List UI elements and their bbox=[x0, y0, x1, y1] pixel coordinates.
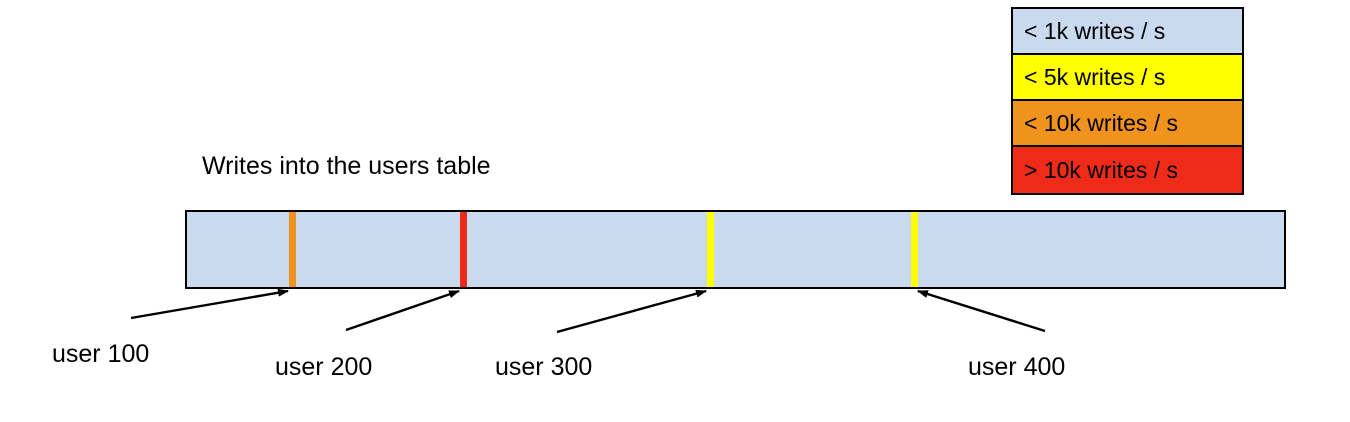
callout-label-user-100: user 100 bbox=[52, 340, 150, 368]
callout-arrow-user-400 bbox=[917, 289, 1046, 333]
bar-stripe-user-400[interactable] bbox=[911, 212, 918, 287]
callout-label-user-400: user 400 bbox=[968, 353, 1066, 381]
legend-row-under-10k[interactable]: < 10k writes / s bbox=[1013, 101, 1242, 147]
callout-arrow-user-300 bbox=[556, 289, 707, 334]
chart-title: Writes into the users table bbox=[202, 152, 491, 180]
legend-label-under-1k: < 1k writes / s bbox=[1024, 17, 1166, 44]
legend: < 1k writes / s < 5k writes / s < 10k wr… bbox=[1011, 7, 1244, 195]
legend-row-under-5k[interactable]: < 5k writes / s bbox=[1013, 55, 1242, 101]
legend-label-over-10k: > 10k writes / s bbox=[1024, 156, 1179, 183]
callout-arrow-user-100 bbox=[130, 288, 289, 320]
legend-row-under-1k[interactable]: < 1k writes / s bbox=[1013, 9, 1242, 55]
callout-label-user-300: user 300 bbox=[495, 353, 593, 381]
legend-label-under-10k: < 10k writes / s bbox=[1024, 109, 1179, 136]
legend-row-over-10k[interactable]: > 10k writes / s bbox=[1013, 147, 1242, 193]
bar-stripe-user-200[interactable] bbox=[460, 212, 467, 287]
bar-stripe-user-300[interactable] bbox=[707, 212, 714, 287]
bar-stripe-user-100[interactable] bbox=[289, 212, 296, 287]
users-table-bar bbox=[185, 210, 1286, 289]
callout-label-user-200: user 200 bbox=[275, 353, 373, 381]
callout-arrow-user-200 bbox=[345, 289, 460, 332]
legend-label-under-5k: < 5k writes / s bbox=[1024, 63, 1166, 90]
